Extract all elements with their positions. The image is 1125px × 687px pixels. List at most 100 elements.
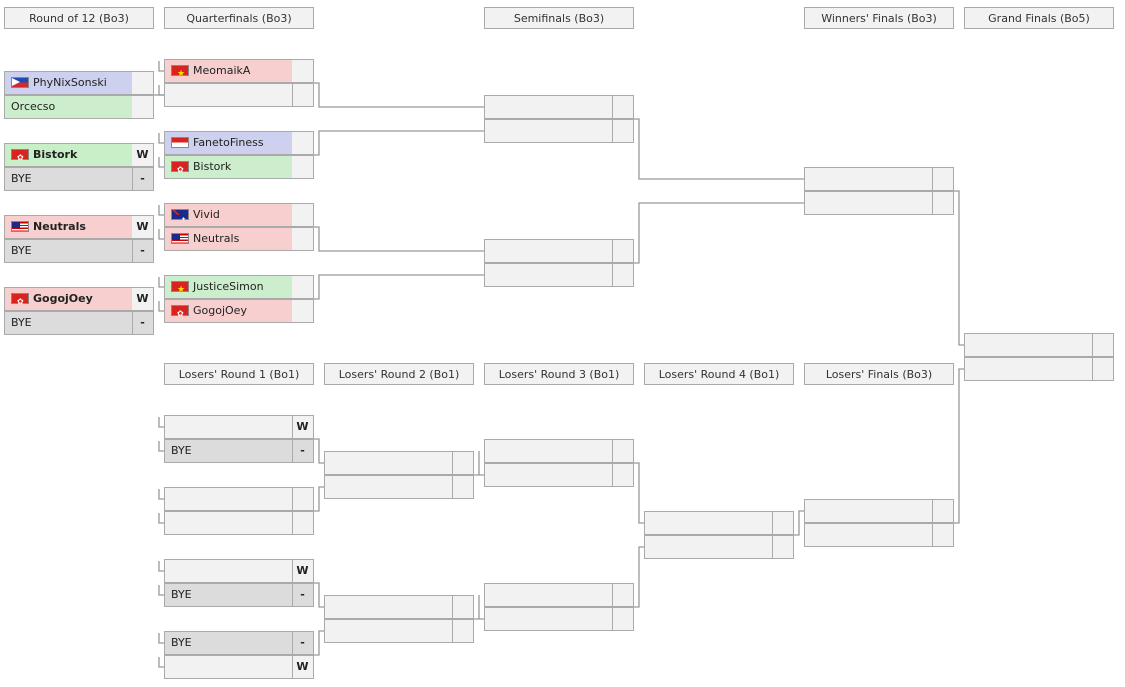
- match-slot[interactable]: Bistork W: [4, 143, 154, 167]
- player-name: FanetoFiness: [193, 136, 264, 149]
- header-grand-finals: Grand Finals (Bo5): [964, 7, 1114, 29]
- match-slot[interactable]: [484, 119, 634, 143]
- match-score: [292, 60, 313, 82]
- vietnam-flag: [171, 279, 189, 298]
- match-slot[interactable]: [964, 357, 1114, 381]
- player-name: MeomaikA: [193, 64, 251, 77]
- hong-kong-flag: [11, 147, 29, 166]
- match-slot[interactable]: [484, 607, 634, 631]
- player-name: Bistork: [33, 148, 78, 161]
- match-slot[interactable]: [644, 511, 794, 535]
- match-slot[interactable]: [804, 523, 954, 547]
- match-score: [292, 156, 313, 178]
- player-name: GogojOey: [193, 304, 247, 317]
- match-slot[interactable]: JusticeSimon: [164, 275, 314, 299]
- match-score: -: [300, 636, 305, 649]
- match-slot[interactable]: [484, 583, 634, 607]
- player-name: GogojOey: [33, 292, 93, 305]
- match-slot[interactable]: [324, 595, 474, 619]
- match-score: -: [140, 316, 145, 329]
- match-slot[interactable]: [324, 451, 474, 475]
- hong-kong-flag: [11, 291, 29, 310]
- hong-kong-flag: [171, 303, 189, 322]
- match-slot[interactable]: [484, 263, 634, 287]
- match-slot[interactable]: Bistork: [164, 155, 314, 179]
- match-score: W: [296, 564, 309, 577]
- match-slot[interactable]: FanetoFiness: [164, 131, 314, 155]
- player-name: BYE: [11, 244, 32, 257]
- match-slot[interactable]: [484, 439, 634, 463]
- match-slot[interactable]: [324, 475, 474, 499]
- match-slot[interactable]: Vivid: [164, 203, 314, 227]
- match-score: -: [140, 244, 145, 257]
- match-score: W: [296, 660, 309, 673]
- match-score: W: [132, 216, 153, 238]
- match-score: [292, 84, 313, 106]
- player-name: BYE: [171, 588, 192, 601]
- header-losers-round-1: Losers' Round 1 (Bo1): [164, 363, 314, 385]
- match-slot[interactable]: [164, 511, 314, 535]
- player-name: PhyNixSonski: [33, 76, 107, 89]
- match-slot[interactable]: [484, 239, 634, 263]
- header-losers-finals: Losers' Finals (Bo3): [804, 363, 954, 385]
- player-name: BYE: [171, 636, 192, 649]
- match-slot[interactable]: BYE -: [4, 311, 154, 335]
- header-semifinals: Semifinals (Bo3): [484, 7, 634, 29]
- match-slot[interactable]: Neutrals: [164, 227, 314, 251]
- header-losers-round-4: Losers' Round 4 (Bo1): [644, 363, 794, 385]
- match-slot[interactable]: [804, 499, 954, 523]
- match-score: [292, 132, 313, 154]
- player-name: Neutrals: [193, 232, 240, 245]
- match-slot[interactable]: [484, 463, 634, 487]
- match-slot[interactable]: BYE -: [164, 439, 314, 463]
- match-slot[interactable]: [324, 619, 474, 643]
- player-name: Neutrals: [33, 220, 86, 233]
- match-slot[interactable]: BYE -: [164, 631, 314, 655]
- match-slot[interactable]: [164, 487, 314, 511]
- match-slot[interactable]: W: [164, 559, 314, 583]
- match-slot[interactable]: [964, 333, 1114, 357]
- match-slot[interactable]: Neutrals W: [4, 215, 154, 239]
- match-slot[interactable]: [644, 535, 794, 559]
- match-slot[interactable]: BYE -: [4, 239, 154, 263]
- match-slot[interactable]: Orcecso: [4, 95, 154, 119]
- match-score: [292, 512, 313, 534]
- match-slot[interactable]: W: [164, 415, 314, 439]
- header-round-of-12: Round of 12 (Bo3): [4, 7, 154, 29]
- match-score: W: [132, 144, 153, 166]
- player-name: BYE: [11, 316, 32, 329]
- vietnam-flag: [171, 63, 189, 82]
- indonesia-flag: [171, 136, 189, 148]
- header-losers-round-2: Losers' Round 2 (Bo1): [324, 363, 474, 385]
- match-score: W: [132, 288, 153, 310]
- header-quarterfinals: Quarterfinals (Bo3): [164, 7, 314, 29]
- match-slot[interactable]: PhyNixSonski: [4, 71, 154, 95]
- header-winners-finals: Winners' Finals (Bo3): [804, 7, 954, 29]
- malaysia-flag: [11, 220, 29, 232]
- match-slot[interactable]: BYE -: [4, 167, 154, 191]
- match-score: [132, 96, 153, 118]
- match-slot[interactable]: [164, 83, 314, 107]
- player-name: Orcecso: [11, 100, 56, 113]
- match-score: [132, 72, 153, 94]
- philippines-flag: [11, 76, 29, 88]
- match-slot[interactable]: MeomaikA: [164, 59, 314, 83]
- match-score: [292, 488, 313, 510]
- match-score: -: [140, 172, 145, 185]
- match-score: W: [296, 420, 309, 433]
- match-slot[interactable]: W: [164, 655, 314, 679]
- match-slot[interactable]: GogojOey W: [4, 287, 154, 311]
- hong-kong-flag: [171, 159, 189, 178]
- match-slot[interactable]: BYE -: [164, 583, 314, 607]
- player-name: JusticeSimon: [193, 280, 264, 293]
- player-name: Bistork: [193, 160, 232, 173]
- match-score: [292, 228, 313, 250]
- match-slot[interactable]: [804, 167, 954, 191]
- header-losers-round-3: Losers' Round 3 (Bo1): [484, 363, 634, 385]
- player-name: BYE: [11, 172, 32, 185]
- match-slot[interactable]: [484, 95, 634, 119]
- match-slot[interactable]: [804, 191, 954, 215]
- australia-flag: [171, 208, 189, 226]
- match-slot[interactable]: GogojOey: [164, 299, 314, 323]
